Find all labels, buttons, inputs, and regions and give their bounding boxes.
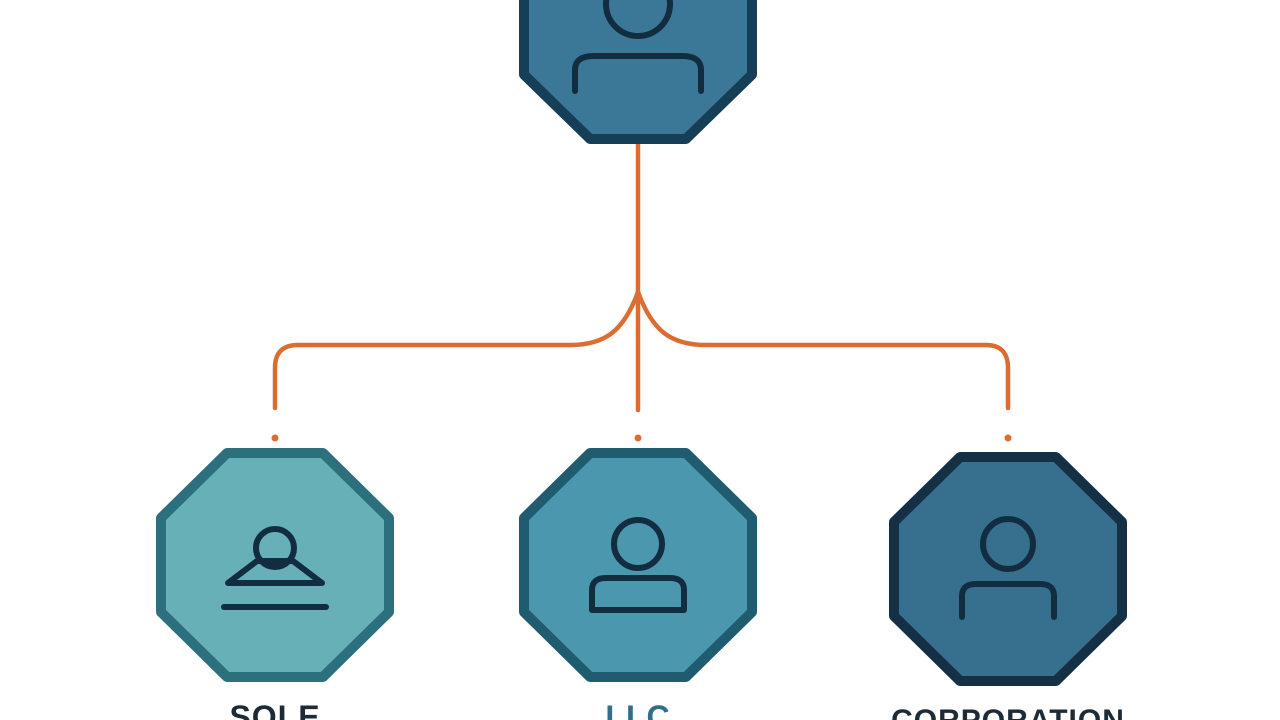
connector-dot-corporation [1004,434,1012,442]
branch-right-connector [635,289,1011,411]
connector-dot-llc [634,434,642,442]
connector-dot-sole [271,434,279,442]
connector-lines [272,139,1011,413]
label-llc: LLC [605,699,671,720]
node-corporation [889,452,1127,686]
branch-left-connector [272,289,641,411]
connector-end-dots [271,434,1012,442]
user-icon [572,0,704,94]
label-sole: SOLE [229,699,321,720]
label-corporation: CORPORATION [891,706,1125,720]
user-icon [589,517,687,613]
person-with-baseline-icon [221,526,329,610]
node-root [519,0,757,144]
node-llc [519,448,757,682]
user-icon [959,516,1057,620]
octagon-root [519,0,757,144]
node-sole [156,448,394,682]
